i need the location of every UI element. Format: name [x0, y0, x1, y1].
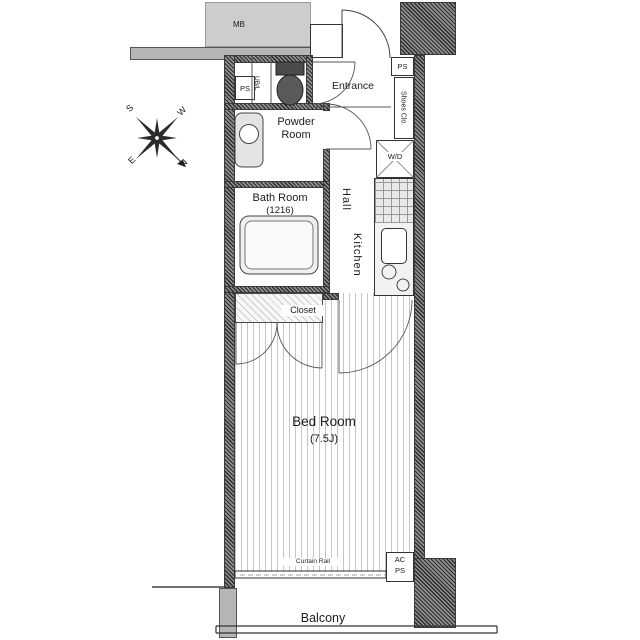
bed-room-name: Bed Room [292, 414, 356, 429]
bedroom-window [234, 570, 387, 579]
pipe-space-top-right-label: PS [397, 62, 408, 71]
bath-room-size: (1216) [266, 205, 294, 217]
closet-label: Closet [281, 305, 325, 316]
burner-icon-1 [381, 264, 397, 280]
closet-door-right [276, 322, 323, 369]
kitchen-sink [381, 228, 407, 264]
bedroom-door [338, 299, 413, 374]
ac-label: AC [394, 555, 406, 564]
pipe-space-top-left-box [235, 76, 255, 100]
meter-box-block [205, 2, 311, 47]
compass-rose [135, 116, 186, 167]
entrance-label: Entrance [331, 80, 375, 92]
kitchen-cabinet-grid [375, 179, 413, 223]
pipe-space-top-right-box [391, 57, 414, 76]
burner-icon-2 [396, 278, 410, 292]
wall-hall-bedroom-stub [323, 293, 339, 300]
washbasin-bowl-icon [239, 124, 259, 144]
bathtub-inner-icon [244, 220, 314, 270]
kitchen-label: Kitchen [351, 233, 364, 277]
compass-north-arrow-icon [177, 159, 186, 167]
shoes-closet-box [394, 77, 414, 139]
bed-room-size: (7.5J) [309, 433, 339, 446]
ac-ps-box [386, 552, 414, 582]
outer-block-bottom-right [414, 558, 456, 628]
wall-bath-bottom [224, 286, 330, 293]
closet-door-left [235, 322, 278, 365]
washer-dryer-label: W/D [383, 152, 407, 161]
pipe-space-top-left-label: PS [239, 83, 250, 93]
balcony-railing [215, 625, 498, 634]
water-heater-label: UB/L [252, 75, 260, 91]
toilet-door [312, 61, 356, 105]
shoes-closet-label: Shoes Clo. [399, 90, 407, 126]
curtain-rail-label: Curtain Rail [283, 558, 343, 566]
balcony-label: Balcony [300, 611, 346, 625]
powder-room-label: Powder Room [277, 116, 315, 142]
toilet-bowl-icon [276, 74, 304, 106]
bedroom-flooring [235, 293, 414, 572]
powder-room-door [325, 103, 372, 150]
meter-box-label: MB [233, 20, 245, 29]
ps-bottom-label: PS [394, 566, 405, 575]
toilet-tank-icon [275, 61, 305, 76]
bath-room-label: Bath Room (1216) [240, 192, 320, 217]
bath-room-name: Bath Room [252, 192, 308, 204]
bed-room-label: Bed Room (7.5J) [274, 414, 374, 446]
wall-left [224, 55, 235, 588]
entrance-door [341, 9, 391, 59]
entry-column [310, 24, 343, 58]
hall-label: Hall [340, 187, 353, 211]
outer-block-top-right [400, 2, 456, 55]
